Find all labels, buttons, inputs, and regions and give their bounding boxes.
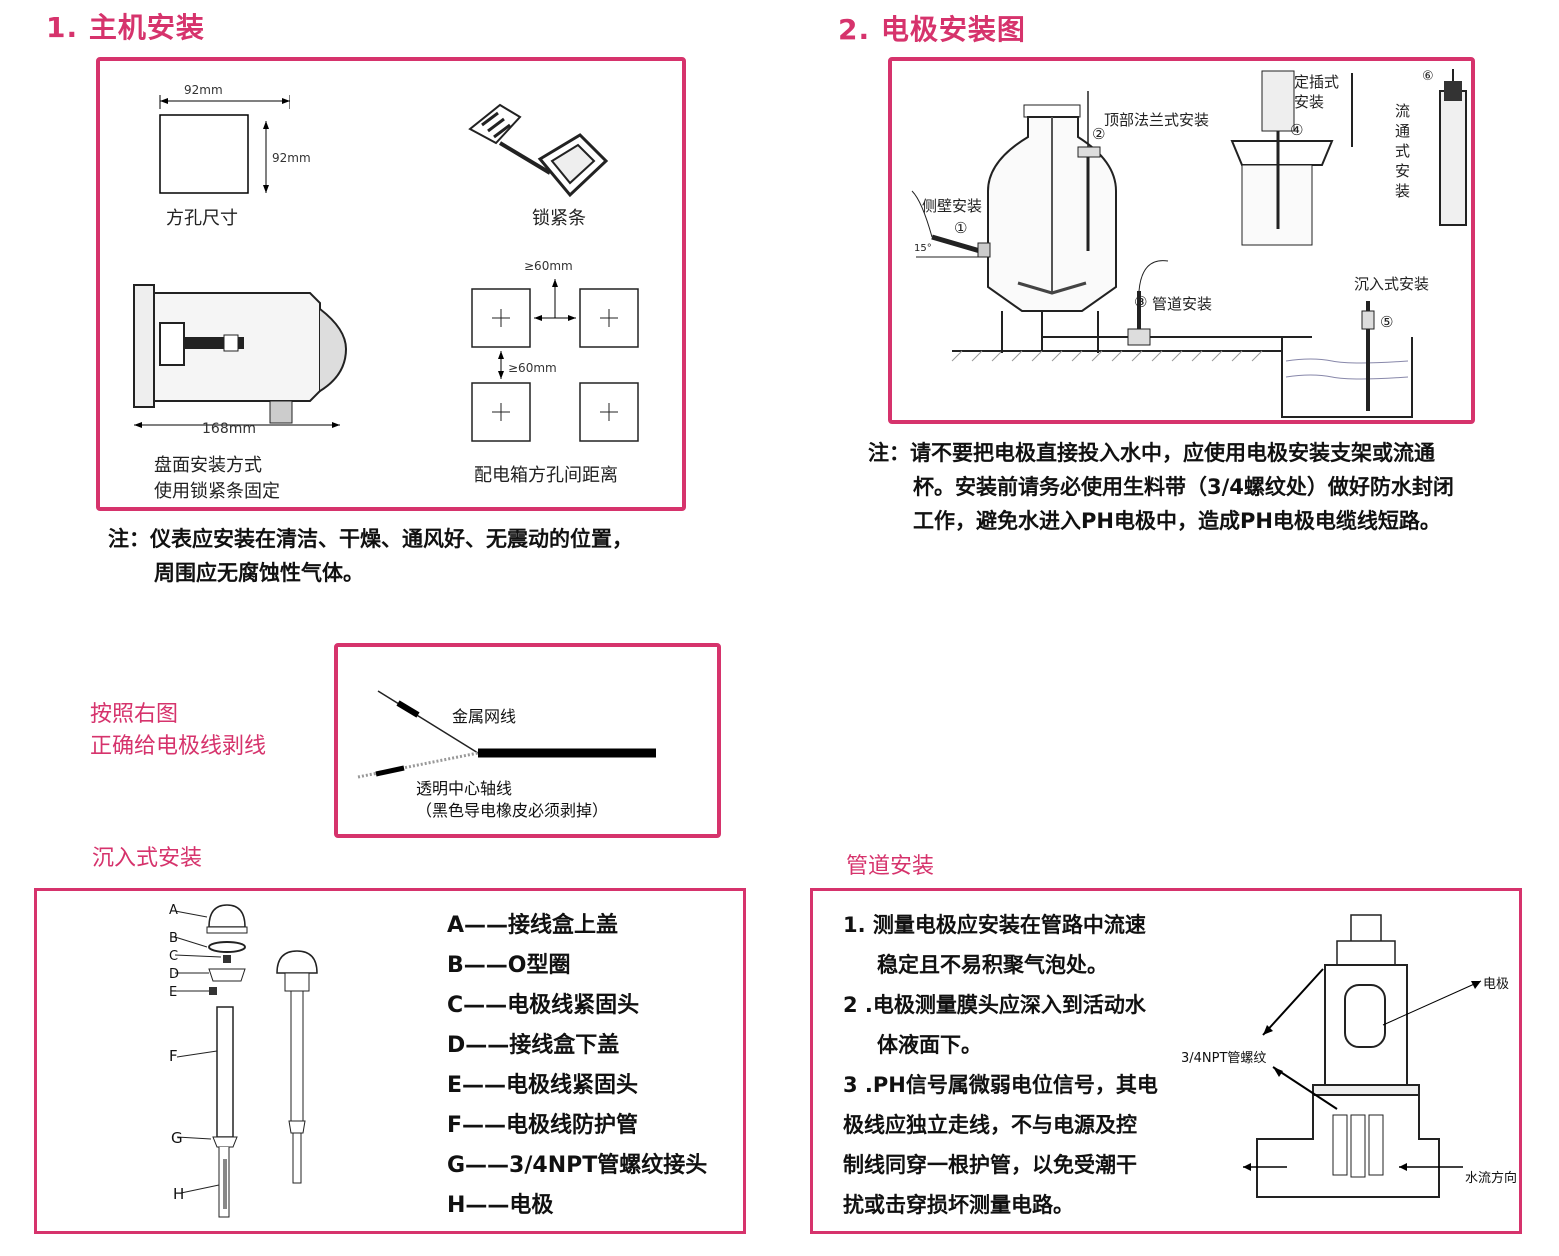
pipe-label-thread: 3/4NPT管螺纹 [1181,1051,1267,1066]
panel-mount-line2: 使用锁紧条固定 [154,481,280,502]
letter-d: D [169,967,180,982]
label-top-flange: 顶部法兰式安装 [1104,111,1210,129]
pipe-tee-diagram [1243,914,1482,1198]
cutout-height-label: 92mm [272,151,311,165]
spacing-top-label: ≥60mm [524,259,573,273]
cable-strip-diagram [357,690,656,779]
lock-strip-icon [468,103,609,198]
section1-note-line1: 注：仪表应安装在清洁、干燥、通风好、无震动的位置， [108,527,633,551]
label-n6: ⑥ [1422,69,1434,84]
section2-note-line2: 杯。安装前请务必使用生料带（3/4螺纹处）做好防水封闭 [913,475,1454,499]
label-side-wall: 侧壁安装 [922,197,983,215]
submerged-frame: A B C D E F G H A——接线盒上盖 B——O型圈 C——电极线紧固… [34,888,746,1234]
pipe-label-electrode: 电极 [1483,977,1510,992]
label-n3: ③ [1134,293,1148,311]
submerged-title: 沉入式安装 [92,846,203,871]
pipeline-line-2: 稳定且不易积聚气泡处。 [877,953,1108,977]
panel-meter-diagram [133,284,348,428]
legend-row-g: G——3/4NPT管螺纹接头 [447,1153,708,1178]
pipeline-title: 管道安装 [846,854,935,879]
label-n5: ⑤ [1380,313,1394,331]
cutout-label: 方孔尺寸 [166,208,238,229]
submerged-exploded-diagram [174,904,318,1218]
legend-row-b: B——O型圈 [447,953,571,978]
legend-row-h: H——电极 [447,1193,554,1218]
label-n2: ② [1092,125,1106,143]
section1-title: 1. 主机安装 [46,11,205,44]
legend-row-a: A——接线盒上盖 [447,913,619,938]
label-plug2: 安装 [1294,93,1325,111]
pipeline-line-4: 体液面下。 [877,1033,982,1057]
panel-mount-line1: 盘面安装方式 [154,455,262,476]
letter-a: A [169,903,178,918]
legend-row-e: E——电极线紧固头 [447,1073,639,1098]
cutout-diagram [159,95,290,194]
legend-row-c: C——电极线紧固头 [447,993,640,1018]
legend-row-f: F——电极线防护管 [447,1113,639,1138]
label-plug: 定插式 [1294,73,1340,91]
spacing-diagram [471,279,639,442]
pipeline-line-8: 扰或击穿损坏测量电路。 [843,1193,1074,1217]
spacing-label: 配电箱方孔间距离 [474,465,618,486]
cutout-width-label: 92mm [184,83,223,97]
core-note-label: （黑色导电橡皮必须剥掉） [416,801,609,820]
core-line-label: 透明中心轴线 [416,779,513,798]
section1-frame: 92mm 92mm 方孔尺寸 锁紧条 168mm 盘面安装方式 使用锁紧条固定 [96,57,686,511]
strip-frame: 金属网线 透明中心轴线 （黑色导电橡皮必须剥掉） [334,643,721,838]
letter-h: H [173,1185,185,1203]
section1-note-line2: 周围应无腐蚀性气体。 [154,561,364,585]
label-n4: ④ [1290,121,1304,139]
section2-note-line3: 工作，避免水进入PH电极中，造成PH电极电缆线短路。 [913,509,1441,533]
pipeline-line-6: 极线应独立走线，不与电源及控 [843,1113,1137,1137]
letter-c: C [169,949,179,964]
pipeline-line-5: 3 .PH信号属微弱电位信号，其电 [843,1073,1158,1097]
strip-instruction-line2: 正确给电极线剥线 [90,734,267,759]
label-submerged: 沉入式安装 [1354,275,1430,293]
lock-strip-label: 锁紧条 [532,208,586,229]
strip-instruction-line1: 按照右图 [90,702,179,727]
section2-title: 2. 电极安装图 [838,13,1026,46]
pipe-label-flow: 水流方向 [1465,1171,1518,1186]
pipeline-line-3: 2 .电极测量膜头应深入到活动水 [843,993,1146,1017]
pipeline-line-7: 制线同穿一根护管，以免受潮干 [843,1153,1137,1177]
legend-row-d: D——接线盒下盖 [447,1033,620,1058]
label-angle: 15° [914,243,932,254]
label-pipe: 管道安装 [1152,295,1213,313]
letter-g: G [171,1129,183,1147]
letter-b: B [169,931,178,946]
label-n1: ① [954,219,968,237]
pipeline-frame: 1. 测量电极应安装在管路中流速 稳定且不易积聚气泡处。 2 .电极测量膜头应深… [810,888,1522,1234]
letter-f: F [169,1047,178,1065]
metal-mesh-label: 金属网线 [452,707,517,726]
electrode-installation-diagram [911,69,1467,418]
pipeline-line-1: 1. 测量电极应安装在管路中流速 [843,913,1146,937]
section2-frame: 顶部法兰式安装 ② 侧壁安装 ① 15° ③ 管道安装 定插式 安装 ④ ⑥ 流… [888,57,1475,424]
letter-e: E [169,985,178,1000]
label-flow: 流通式安装 [1395,102,1411,200]
panel-width-label: 168mm [202,421,256,437]
section2-note-line1: 注：请不要把电极直接投入水中，应使用电极安装支架或流通 [868,441,1435,465]
spacing-mid-label: ≥60mm [508,361,557,375]
